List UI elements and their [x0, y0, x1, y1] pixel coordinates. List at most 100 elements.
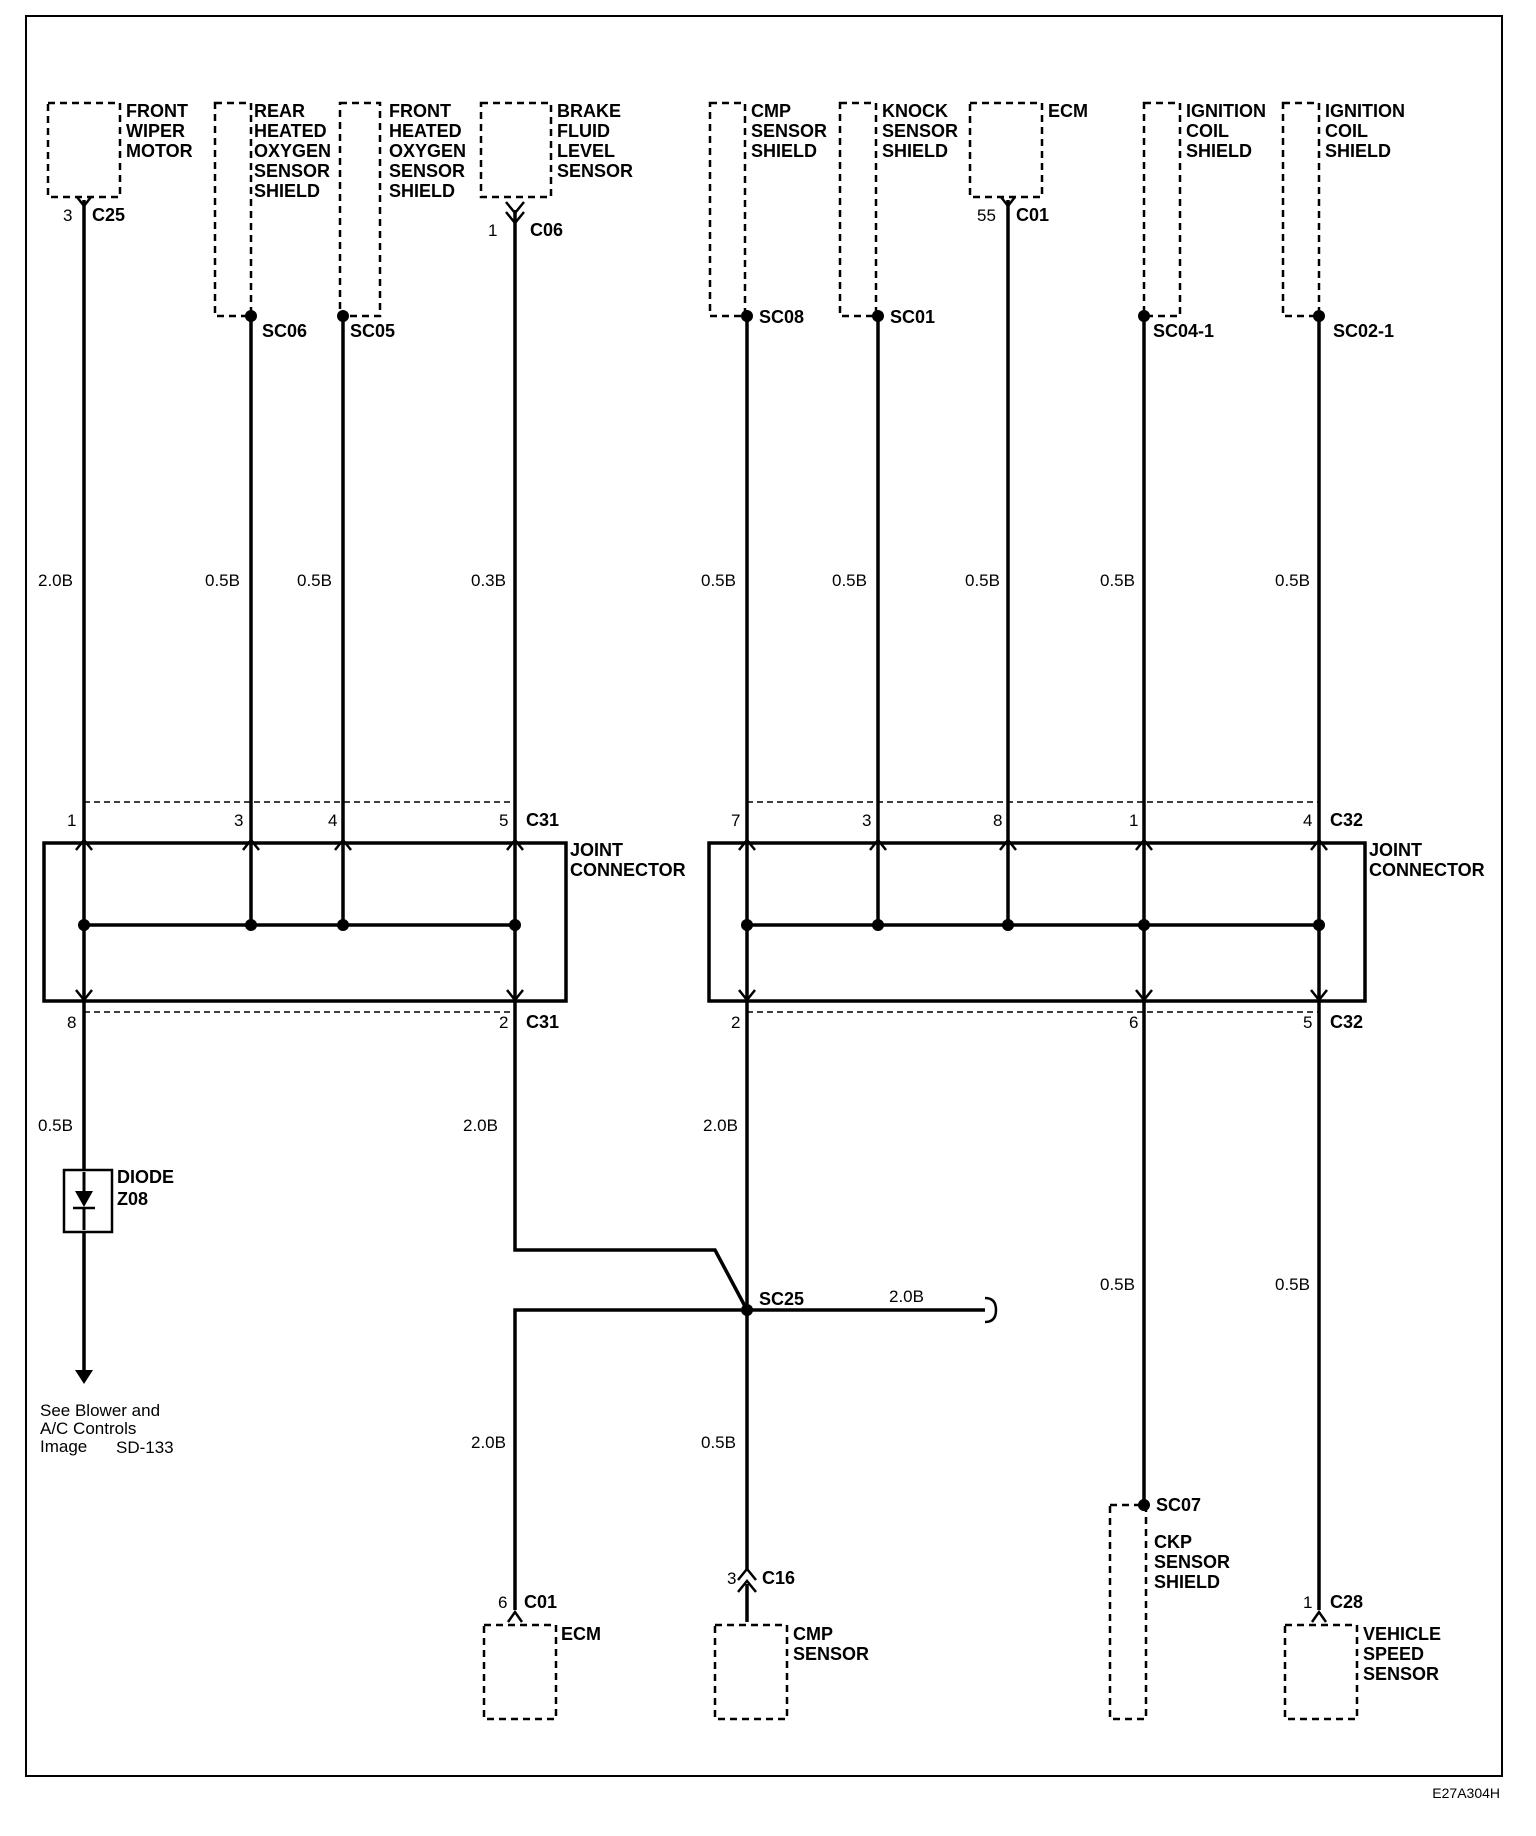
c31-in-pin-5: 5 [499, 811, 508, 830]
wire-size-rear-ho2s: 0.5B [205, 571, 240, 590]
cmp-sensor-box [713, 1623, 789, 1721]
wire-size-ecm-top: 0.5B [965, 571, 1000, 590]
ecm-bottom-box [482, 1623, 558, 1721]
diode-box [62, 1168, 114, 1234]
wire-size-knock-shield: 0.5B [832, 571, 867, 590]
wire-continuation-icon [984, 1296, 998, 1324]
vss-box [1283, 1623, 1359, 1721]
sc25-label: SC25 [759, 1289, 804, 1309]
knock-sensor-shield-box [838, 101, 878, 318]
wire-size-sc25-branch: 2.0B [889, 1287, 924, 1306]
c01-top-id: C01 [1016, 205, 1049, 225]
wire-size-c31-2: 2.0B [463, 1116, 498, 1135]
wire-size-ign-coil-1: 0.5B [1100, 571, 1135, 590]
sc07-label: SC07 [1156, 1495, 1201, 1515]
wire-c31-2-to-sc25 [513, 1006, 749, 1311]
arrow-down-icon [75, 1370, 93, 1384]
brake-fluid-sensor-box [479, 101, 553, 199]
c01-bottom-connector-icon [506, 1609, 524, 1623]
c06-connector-icon-2 [505, 211, 525, 225]
brake-fluid-sensor-label: BRAKE FLUID LEVEL SENSOR [557, 101, 633, 181]
diode-icon [75, 1191, 93, 1207]
front-ho2s-shield-box [338, 101, 382, 318]
wire-sc25-to-ecm [513, 1308, 747, 1610]
c01-bottom-id: C01 [524, 1592, 557, 1612]
sc06-label: SC06 [262, 321, 307, 341]
c28-connector-icon [1310, 1609, 1328, 1623]
c31-out-id: C31 [526, 1012, 559, 1032]
joint-connector-left-box [42, 841, 568, 1003]
ckp-sensor-shield-label: CKP SENSOR SHIELD [1154, 1532, 1235, 1592]
vss-label: VEHICLE SPEED SENSOR [1363, 1624, 1446, 1684]
ignition-coil-shield-2-box [1281, 101, 1321, 318]
ckp-sensor-shield-box [1108, 1503, 1148, 1721]
diagram-frame [25, 15, 1503, 1777]
c31-out-pin-8: 8 [67, 1013, 76, 1032]
c32-in-pin-1: 1 [1129, 811, 1138, 830]
c32-out-pin-2: 2 [731, 1013, 740, 1032]
c31-in-pin-1: 1 [67, 811, 76, 830]
ignition-coil-shield-1-box [1142, 101, 1182, 318]
ecm-top-label: ECM [1048, 101, 1088, 121]
sc08-label: SC08 [759, 307, 804, 327]
wire-size-brake-fluid: 0.3B [471, 571, 506, 590]
c31-in-pin-4: 4 [328, 811, 337, 830]
c31-in-id: C31 [526, 810, 559, 830]
joint-connector-right-label: JOINT CONNECTOR [1369, 840, 1485, 880]
wire-size-c32-2: 2.0B [703, 1116, 738, 1135]
wire-size-wiper: 2.0B [38, 571, 73, 590]
c32-in-pin-8: 8 [993, 811, 1002, 830]
c32-in-pin-7: 7 [731, 811, 740, 830]
c32-in-id: C32 [1330, 810, 1363, 830]
c16-connector-icon-2 [737, 1579, 757, 1593]
sc05-label: SC05 [350, 321, 395, 341]
c32-in-pin-4: 4 [1303, 811, 1312, 830]
c28-id: C28 [1330, 1592, 1363, 1612]
c25-pin: 3 [63, 206, 72, 225]
wire-size-ign-coil-2: 0.5B [1275, 571, 1310, 590]
ecm-top-box [968, 101, 1044, 199]
sc02-1-label: SC02-1 [1333, 321, 1394, 341]
c25-id: C25 [92, 205, 125, 225]
c01-top-pin: 55 [977, 206, 996, 225]
c28-pin: 1 [1303, 1593, 1312, 1612]
c25-connector-icon [76, 196, 92, 209]
c32-out-pin-5: 5 [1303, 1013, 1312, 1032]
c16-pin: 3 [727, 1569, 736, 1588]
c16-id: C16 [762, 1568, 795, 1588]
c32-out-id: C32 [1330, 1012, 1363, 1032]
diode-label: DIODE Z08 [117, 1167, 179, 1209]
c32-out-pin-6: 6 [1129, 1013, 1138, 1032]
c31-in-pin-3: 3 [234, 811, 243, 830]
c31-out-pin-2: 2 [499, 1013, 508, 1032]
wire-size-to-vss: 0.5B [1275, 1275, 1310, 1294]
cmp-sensor-label: CMP SENSOR [793, 1624, 869, 1664]
sc06-splice [245, 310, 257, 322]
c06-pin: 1 [488, 221, 497, 240]
reference-note: See Blower and A/C Controls Image [40, 1401, 165, 1456]
rear-ho2s-shield-box [213, 101, 253, 318]
cmp-sensor-shield-box [708, 101, 747, 318]
sc08-splice [741, 310, 753, 322]
sc01-splice [872, 310, 884, 322]
ecm-bottom-label: ECM [561, 1624, 601, 1644]
reference-page: SD-133 [116, 1438, 174, 1457]
ignition-coil-shield-1-label: IGNITION COIL SHIELD [1186, 101, 1271, 161]
wire-size-to-ckp: 0.5B [1100, 1275, 1135, 1294]
wire-size-to-cmp: 0.5B [701, 1433, 736, 1452]
c06-id: C06 [530, 220, 563, 240]
wire-size-cmp-shield: 0.5B [701, 571, 736, 590]
cmp-sensor-shield-label: CMP SENSOR SHIELD [751, 101, 832, 161]
knock-sensor-shield-label: KNOCK SENSOR SHIELD [882, 101, 963, 161]
wire-size-front-ho2s: 0.5B [297, 571, 332, 590]
c01-bottom-pin: 6 [498, 1593, 507, 1612]
front-ho2s-shield-label: FRONT HEATED OXYGEN SENSOR SHIELD [389, 101, 471, 201]
c06-connector-icon [505, 201, 525, 215]
sc02-1-splice [1313, 310, 1325, 322]
c01-top-connector-icon [1000, 196, 1016, 209]
sc07-splice [1138, 1499, 1150, 1511]
front-wiper-motor-box [46, 101, 122, 199]
joint-connector-right-box [707, 841, 1367, 1003]
ignition-coil-shield-2-label: IGNITION COIL SHIELD [1325, 101, 1410, 161]
joint-connector-left-label: JOINT CONNECTOR [570, 840, 686, 880]
